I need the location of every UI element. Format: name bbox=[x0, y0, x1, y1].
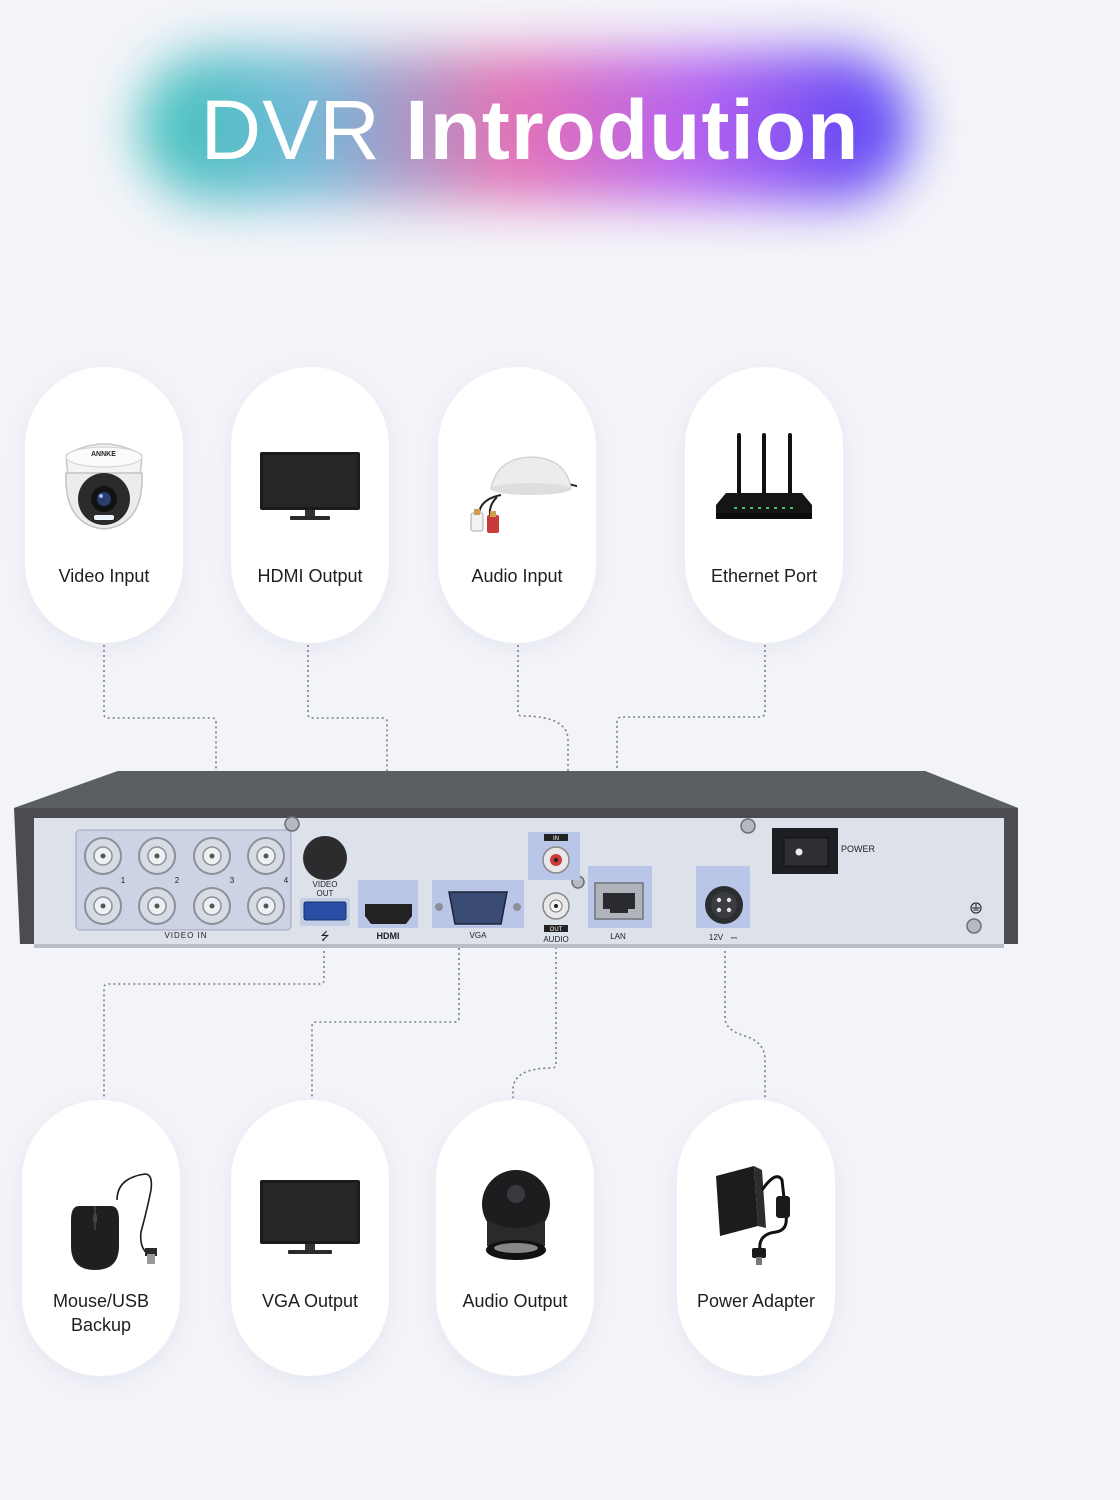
audio-in-label: IN bbox=[553, 836, 559, 842]
video-in-label: VIDEO IN bbox=[164, 931, 207, 940]
device-card-video-input: ANNKE Video Input bbox=[25, 367, 183, 643]
channel-number: 4 bbox=[284, 876, 289, 885]
microphone-icon bbox=[470, 456, 577, 533]
speaker-icon bbox=[482, 1170, 550, 1260]
connector-video-input bbox=[103, 645, 217, 832]
device-label: VGA Output bbox=[261, 1291, 359, 1311]
camera-brand-text: ANNKE bbox=[91, 451, 116, 458]
title-light-part: DVR bbox=[200, 83, 406, 177]
device-label: Mouse/USB Backup bbox=[22, 1289, 180, 1337]
device-card-mouse-usb: Mouse/USB Backup bbox=[22, 1100, 180, 1376]
lan-label: LAN bbox=[610, 932, 626, 941]
audio-label: AUDIO bbox=[543, 935, 568, 944]
monitor-icon bbox=[260, 452, 360, 520]
ground-icon bbox=[970, 902, 982, 914]
device-label: HDMI Output bbox=[257, 566, 363, 586]
device-card-ethernet-port: Ethernet Port bbox=[685, 367, 843, 643]
video-out-label: OUT bbox=[317, 889, 334, 898]
connector-hdmi-output bbox=[307, 645, 388, 880]
device-label: Audio Output bbox=[462, 1291, 568, 1311]
power-switch-label: POWER bbox=[841, 844, 876, 854]
device-card-audio-output: Audio Output bbox=[436, 1100, 594, 1376]
device-label-line: Mouse/USB bbox=[52, 1291, 150, 1311]
device-label-line: Backup bbox=[70, 1315, 132, 1335]
device-label: Ethernet Port bbox=[710, 566, 818, 586]
hdmi-label: HDMI bbox=[377, 931, 400, 941]
usb-icon: ⭍ bbox=[320, 930, 329, 943]
connector-audio-output bbox=[512, 942, 557, 1098]
channel-number: 3 bbox=[230, 876, 235, 885]
power-input-label: 12V bbox=[709, 933, 724, 942]
channel-number: 2 bbox=[175, 876, 180, 885]
audio-out-label: OUT bbox=[550, 927, 563, 933]
connector-audio-input bbox=[517, 645, 569, 832]
vga-label: VGA bbox=[470, 931, 488, 940]
monitor-icon bbox=[260, 1180, 360, 1254]
device-card-vga-output: VGA Output bbox=[231, 1100, 389, 1376]
video-in-port-group bbox=[75, 829, 292, 931]
device-card-audio-input: Audio Input bbox=[438, 367, 596, 643]
bnc-connectors bbox=[84, 837, 285, 925]
title-bold-part: Introdution bbox=[405, 83, 860, 177]
connector-power-adapter bbox=[724, 926, 766, 1098]
channel-number: 1 bbox=[121, 876, 126, 885]
device-label: Power Adapter bbox=[696, 1291, 816, 1311]
page-title: DVR Introdution bbox=[0, 80, 1060, 180]
video-out-port bbox=[303, 836, 347, 880]
router-icon bbox=[716, 433, 812, 519]
mouse-icon bbox=[71, 1173, 157, 1270]
device-card-power-adapter: Power Adapter bbox=[677, 1100, 835, 1376]
dome-camera-icon: ANNKE bbox=[65, 443, 143, 530]
connector-vga-output bbox=[311, 918, 460, 1098]
dc-symbol: ⎓ bbox=[731, 933, 738, 942]
power-adapter-icon bbox=[716, 1166, 790, 1265]
device-label: Video Input bbox=[58, 566, 150, 586]
video-out-label: VIDEO bbox=[313, 880, 338, 889]
title-glow-background bbox=[140, 52, 910, 202]
device-label: Audio Input bbox=[471, 566, 563, 586]
device-card-hdmi-output: HDMI Output bbox=[231, 367, 389, 643]
connector-mouse-usb bbox=[103, 946, 325, 1098]
